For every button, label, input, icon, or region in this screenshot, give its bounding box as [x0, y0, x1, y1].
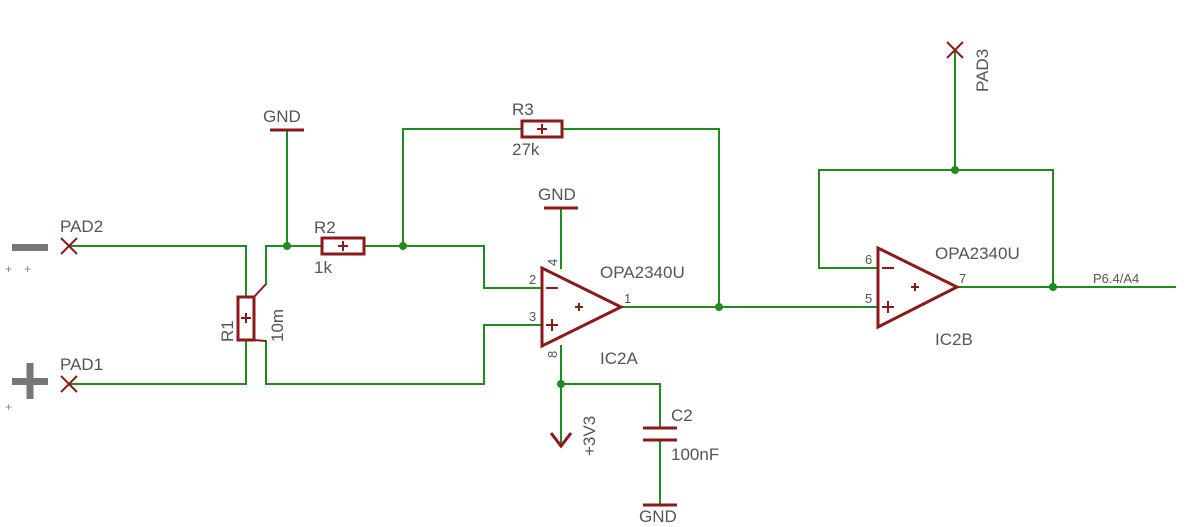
gnd1-label: GND [263, 107, 301, 126]
pad3-cross-icon [946, 41, 964, 59]
capacitor-c2: C2 100nF [643, 406, 719, 464]
wire-feedback-right [561, 128, 720, 308]
r2-plus-icon [338, 241, 348, 251]
wire-pad2 [69, 245, 247, 298]
junction-r2-r3 [399, 242, 407, 250]
wire-r1-sense-bottom [265, 324, 543, 385]
junction-supply [557, 380, 565, 388]
r2-body [320, 236, 366, 256]
ic2b-pin-out: 7 [959, 271, 966, 286]
wire-r2-to-inv [363, 245, 543, 289]
pad3-label: PAD3 [973, 49, 992, 92]
junction-pad3 [951, 166, 959, 174]
pad2-cross-icon [60, 237, 78, 255]
supply-label: +3V3 [580, 416, 599, 456]
ic2b-pin-noninv: 5 [865, 291, 872, 306]
r3-name: R3 [512, 100, 534, 119]
r3-plus-icon [537, 124, 547, 134]
gnd3-label: GND [639, 507, 677, 526]
ic2b-plus-sign [882, 301, 894, 313]
ic2a-name: IC2A [600, 349, 638, 368]
pad2: PAD2 [60, 217, 103, 255]
r3-body [520, 119, 564, 139]
small-plus-2: + [24, 262, 31, 276]
r2-name: R2 [314, 218, 336, 237]
supply-arrow-icon [549, 432, 573, 449]
ic2a-plus-sign [546, 319, 558, 331]
wire-feedback-left [402, 128, 523, 247]
r2-value: 1k [314, 258, 332, 277]
pad1: PAD1 [60, 355, 103, 393]
ic2b-triangle [876, 245, 961, 330]
ic2b-part: OPA2340U [935, 244, 1020, 263]
gnd2-label: GND [538, 185, 576, 204]
resistor-r2: R2 1k [314, 218, 366, 277]
opamp-ic2b: 6 5 7 OPA2340U IC2B [865, 244, 1020, 349]
junction-gnd1 [283, 242, 291, 250]
gnd-symbol-1: GND [263, 107, 304, 132]
junction-ic2a-out [715, 303, 723, 311]
minus-icon [12, 244, 48, 251]
small-plus-1: + [5, 262, 12, 276]
r1-sense-bottom [253, 339, 267, 342]
ic2a-pin-noninv: 3 [529, 309, 536, 324]
ic2b-pin-inv: 6 [865, 252, 872, 267]
plus-icon [12, 363, 48, 399]
wire-to-c2 [560, 383, 661, 429]
ic2a-pin-vminus: 8 [545, 351, 560, 358]
junction-output [1049, 283, 1057, 291]
r3-value: 27k [512, 140, 540, 159]
resistor-r3: R3 27k [512, 100, 564, 159]
ic2a-triangle [540, 265, 625, 349]
pad3: PAD3 [946, 41, 992, 92]
r1-plus-icon [241, 313, 251, 323]
ic2a-inner-plus [575, 303, 583, 311]
pad1-label: PAD1 [60, 355, 103, 374]
r1-name: R1 [218, 320, 237, 342]
ic2b-inner-plus [911, 283, 919, 291]
opamp-ic2a: 2 3 1 4 8 OPA2340U IC2A [529, 259, 685, 368]
ic2a-pin-vplus: 4 [545, 259, 560, 266]
small-plus-3: + [5, 400, 12, 414]
c2-value: 100nF [671, 445, 719, 464]
wire-pad1 [69, 339, 247, 385]
gnd-symbol-2: GND [538, 185, 578, 210]
ic2a-pin-inv: 2 [529, 272, 536, 287]
junctions [283, 166, 1057, 388]
pad1-cross-icon [60, 375, 78, 393]
r1-value: 10m [268, 309, 287, 342]
pad2-label: PAD2 [60, 217, 103, 236]
resistor-r1: R1 10m [218, 283, 287, 342]
supply-3v3: +3V3 [549, 416, 599, 456]
output-net-label: P6.4/A4 [1093, 271, 1139, 286]
ic2b-name: IC2B [935, 330, 973, 349]
ic2a-part: OPA2340U [600, 263, 685, 282]
r1-sense-top [253, 283, 267, 298]
wires [69, 49, 1176, 506]
ic2a-pin-out: 1 [624, 291, 631, 306]
r1-body [236, 295, 256, 342]
wire-follower-left [818, 169, 1054, 288]
gnd-symbol-3: GND [639, 503, 677, 526]
wire-r1-sense-top [265, 245, 323, 285]
c2-name: C2 [671, 406, 693, 425]
